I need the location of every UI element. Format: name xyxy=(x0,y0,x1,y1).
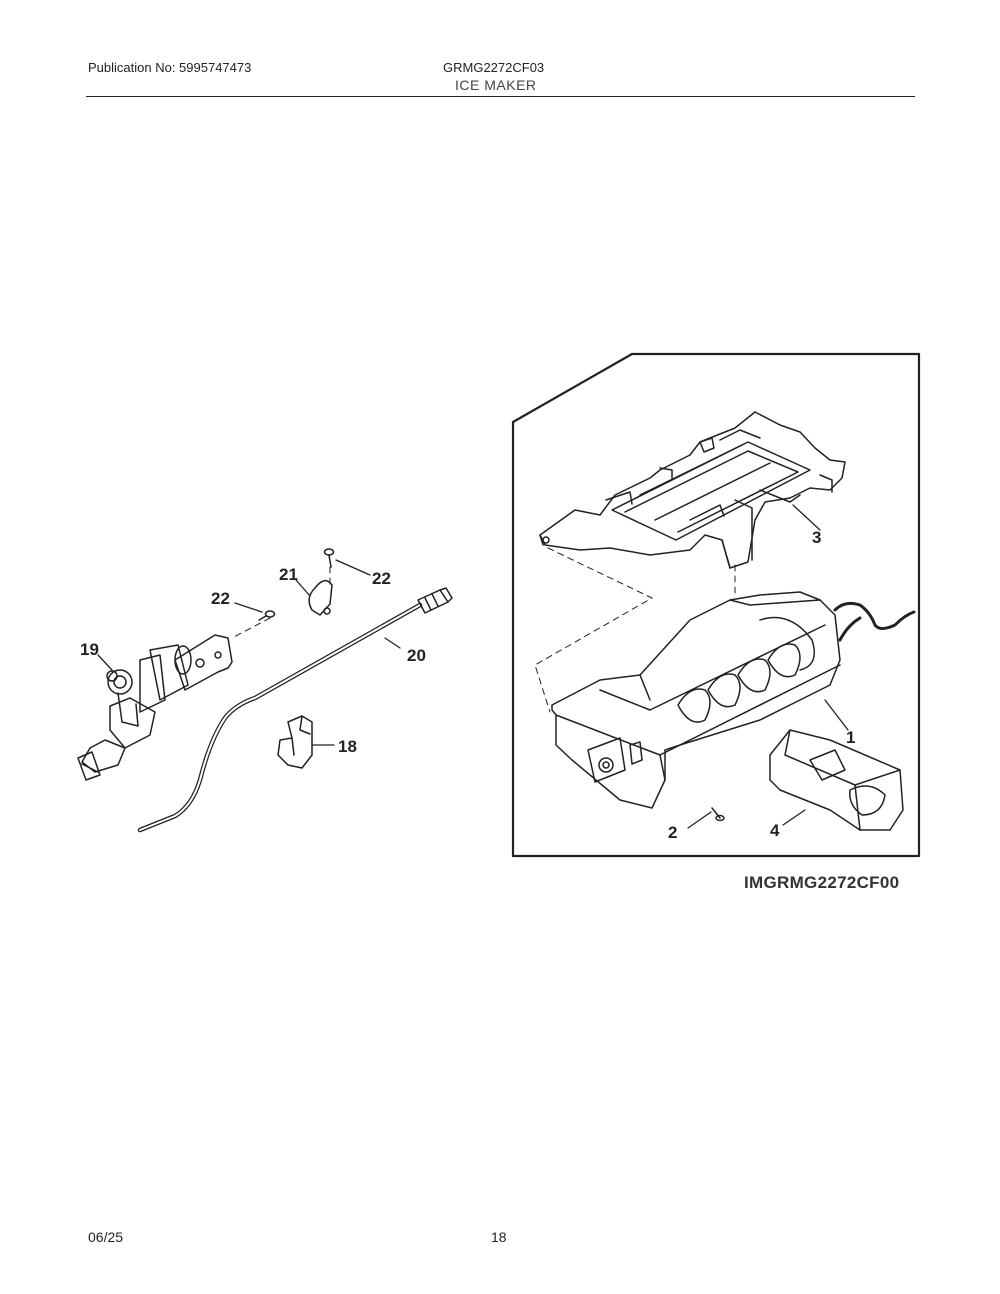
callout-2: 2 xyxy=(668,823,677,842)
publication-number: Publication No: 5995747473 xyxy=(88,60,252,75)
page-number: 18 xyxy=(491,1229,507,1245)
part-21-clamp xyxy=(295,579,333,616)
callout-22-lower: 22 xyxy=(211,589,230,608)
callout-19: 19 xyxy=(80,640,99,659)
part-3-ice-maker-cover xyxy=(539,411,846,569)
part-19-water-valve xyxy=(77,634,233,781)
callout-1: 1 xyxy=(846,728,855,747)
callout-4: 4 xyxy=(770,821,780,840)
part-1-ice-maker xyxy=(551,591,916,809)
part-4-front-cover xyxy=(769,729,904,831)
inset-frame xyxy=(511,352,921,858)
model-number: GRMG2272CF03 xyxy=(443,60,545,75)
header-divider xyxy=(86,96,915,97)
callout-3: 3 xyxy=(812,528,821,547)
part-20-water-tube xyxy=(137,587,453,833)
footer-date: 06/25 xyxy=(88,1229,124,1245)
section-title: ICE MAKER xyxy=(455,77,537,93)
part-22-screw-upper xyxy=(323,548,371,576)
part-18-tube-clip xyxy=(277,715,335,769)
image-code: IMGRMG2272CF00 xyxy=(744,873,900,892)
callout-21: 21 xyxy=(279,565,298,584)
callout-20: 20 xyxy=(407,646,426,665)
part-2-screw xyxy=(687,807,725,829)
callout-18: 18 xyxy=(338,737,357,756)
callout-22-upper: 22 xyxy=(372,569,391,588)
part-22-screw-lower xyxy=(234,602,276,621)
